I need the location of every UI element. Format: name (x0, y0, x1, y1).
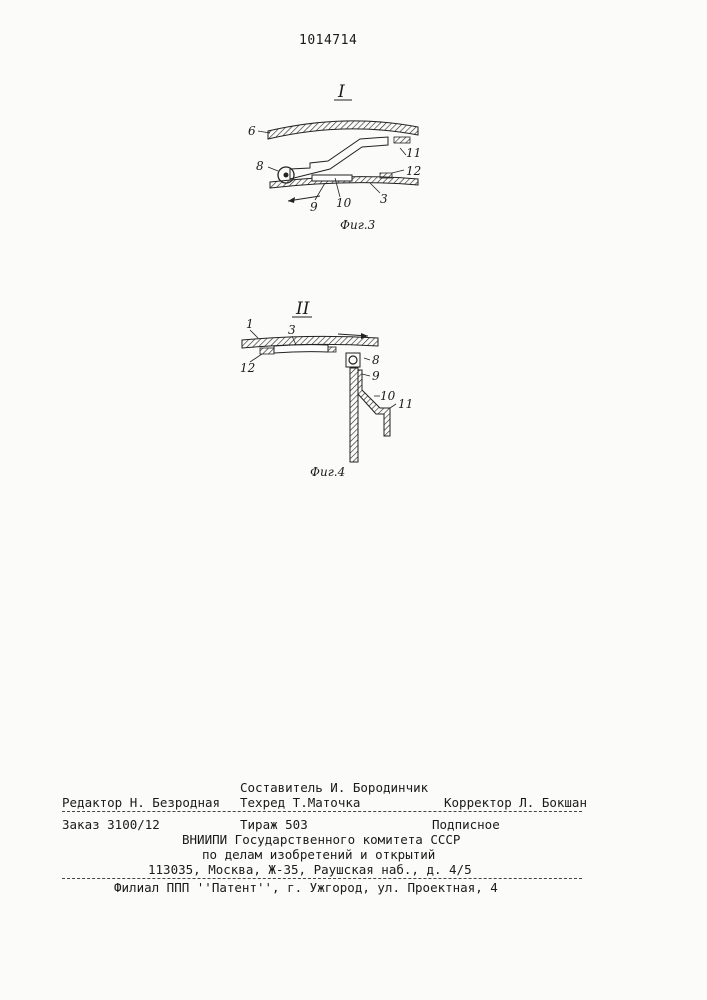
imprint-divider-bottom (62, 878, 582, 879)
patent-number: 1014714 (299, 33, 357, 48)
fig3-label-8: 8 (256, 159, 264, 173)
imprint-circulation: Тираж 503 (240, 817, 308, 832)
fig4-caption: Фиг.4 (310, 465, 345, 479)
imprint-compiler: Составитель И. Бородинчик (240, 780, 428, 795)
fig3-label-6: 6 (248, 124, 256, 138)
fig3-label-12: 12 (406, 164, 421, 178)
imprint-org-line1: ВНИИПИ Государственного комитета СССР (182, 832, 460, 847)
imprint-corrector: Корректор Л. Бокшан (444, 795, 587, 810)
imprint-subscription: Подписное (432, 817, 500, 832)
fig4-label-10: 10 (380, 389, 396, 403)
imprint-address: 113035, Москва, Ж-35, Раушская наб., д. … (148, 862, 472, 877)
imprint-order: Заказ 3100/12 (62, 817, 160, 832)
fig4-label-12: 12 (240, 361, 255, 375)
imprint-branch: Филиал ППП ''Патент'', г. Ужгород, ул. П… (114, 880, 498, 895)
fig3-label-11: 11 (406, 146, 421, 160)
fig4-label-9: 9 (372, 369, 380, 383)
fig3-caption: Фиг.3 (340, 218, 376, 232)
imprint-divider-top (62, 811, 582, 812)
fig4-section-label: II (295, 299, 310, 319)
imprint-editor: Редактор Н. Безродная (62, 795, 220, 810)
fig3-label-10: 10 (336, 196, 352, 210)
fig4-hinge (349, 356, 357, 364)
imprint-techred: Техред Т.Маточка (240, 795, 360, 810)
fig4-label-8: 8 (372, 353, 380, 367)
figure-4: II 1 3 12 8 9 10 11 Фиг.4 (230, 290, 450, 490)
fig3-label-9: 9 (310, 200, 318, 214)
fig3-label-3: 3 (380, 192, 388, 206)
fig3-section-label: I (337, 82, 345, 102)
imprint-org-line2: по делам изобретений и открытий (202, 847, 435, 862)
figure-3: I 6 8 11 12 9 10 3 Фиг.3 (230, 75, 450, 235)
fig4-label-1: 1 (246, 317, 254, 331)
fig4-label-11: 11 (398, 397, 413, 411)
fig4-label-3: 3 (288, 323, 296, 337)
fig3-outer-plate (268, 121, 418, 139)
